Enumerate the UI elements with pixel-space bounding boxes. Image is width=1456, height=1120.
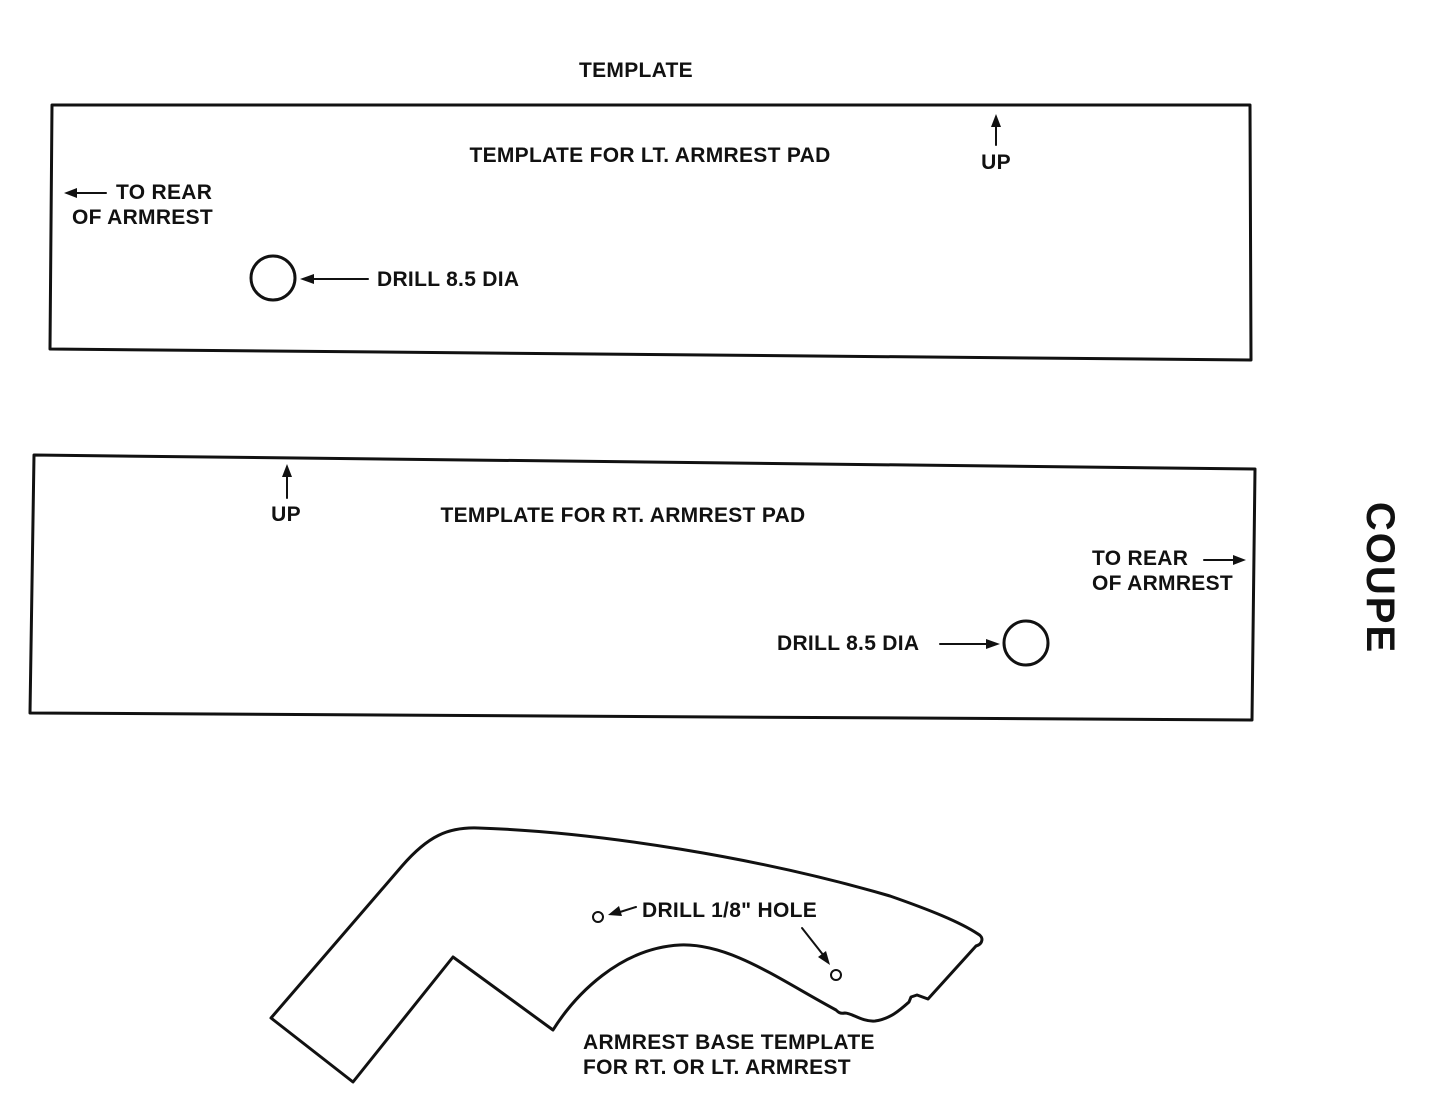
right-pad-drill-label: DRILL 8.5 DIA — [777, 632, 919, 655]
coupe-label: COUPE — [1358, 502, 1402, 654]
page-title: TEMPLATE — [579, 59, 693, 82]
left-pad-drill-arrow-icon — [300, 274, 369, 284]
base-drill-label: DRILL 1/8" HOLE — [642, 899, 817, 922]
base-drill-arrow-2-icon — [801, 927, 830, 965]
left-pad-outline — [48, 103, 1253, 362]
base-drill-hole-2-icon — [830, 969, 842, 981]
left-pad-rear-line1: TO REAR — [116, 181, 212, 204]
base-title-line2: FOR RT. OR LT. ARMREST — [583, 1056, 851, 1079]
armrest-base-template: DRILL 1/8" HOLE ARMREST BASE TEMPLATE FO… — [269, 826, 984, 1084]
left-pad-drill-hole-icon — [249, 254, 297, 302]
right-pad-title: TEMPLATE FOR RT. ARMREST PAD — [441, 504, 806, 527]
right-pad-outline — [28, 453, 1257, 722]
right-pad-rear-line1: TO REAR — [1092, 547, 1188, 570]
left-pad-template: TEMPLATE FOR LT. ARMREST PAD UP TO REAR … — [48, 103, 1253, 362]
left-pad-up-arrow-icon — [991, 114, 1001, 146]
left-pad-rear-arrow-icon — [64, 188, 107, 198]
right-pad-rear-arrow-icon — [1203, 555, 1246, 565]
base-outline — [269, 826, 984, 1084]
left-pad-drill-label: DRILL 8.5 DIA — [377, 268, 519, 291]
base-drill-hole-1-icon — [592, 911, 604, 923]
right-pad-drill-hole-icon — [1002, 619, 1050, 667]
left-pad-up-label: UP — [981, 151, 1011, 174]
base-drill-arrow-1-icon — [608, 906, 637, 916]
left-pad-rear-line2: OF ARMREST — [72, 206, 213, 229]
right-pad-template: UP TEMPLATE FOR RT. ARMREST PAD TO REAR … — [28, 453, 1257, 722]
right-pad-up-label: UP — [271, 503, 301, 526]
right-pad-up-arrow-icon — [282, 464, 292, 499]
right-pad-rear-line2: OF ARMREST — [1092, 572, 1233, 595]
base-title-line1: ARMREST BASE TEMPLATE — [583, 1031, 875, 1054]
left-pad-title: TEMPLATE FOR LT. ARMREST PAD — [469, 144, 830, 167]
right-pad-drill-arrow-icon — [939, 639, 1000, 649]
